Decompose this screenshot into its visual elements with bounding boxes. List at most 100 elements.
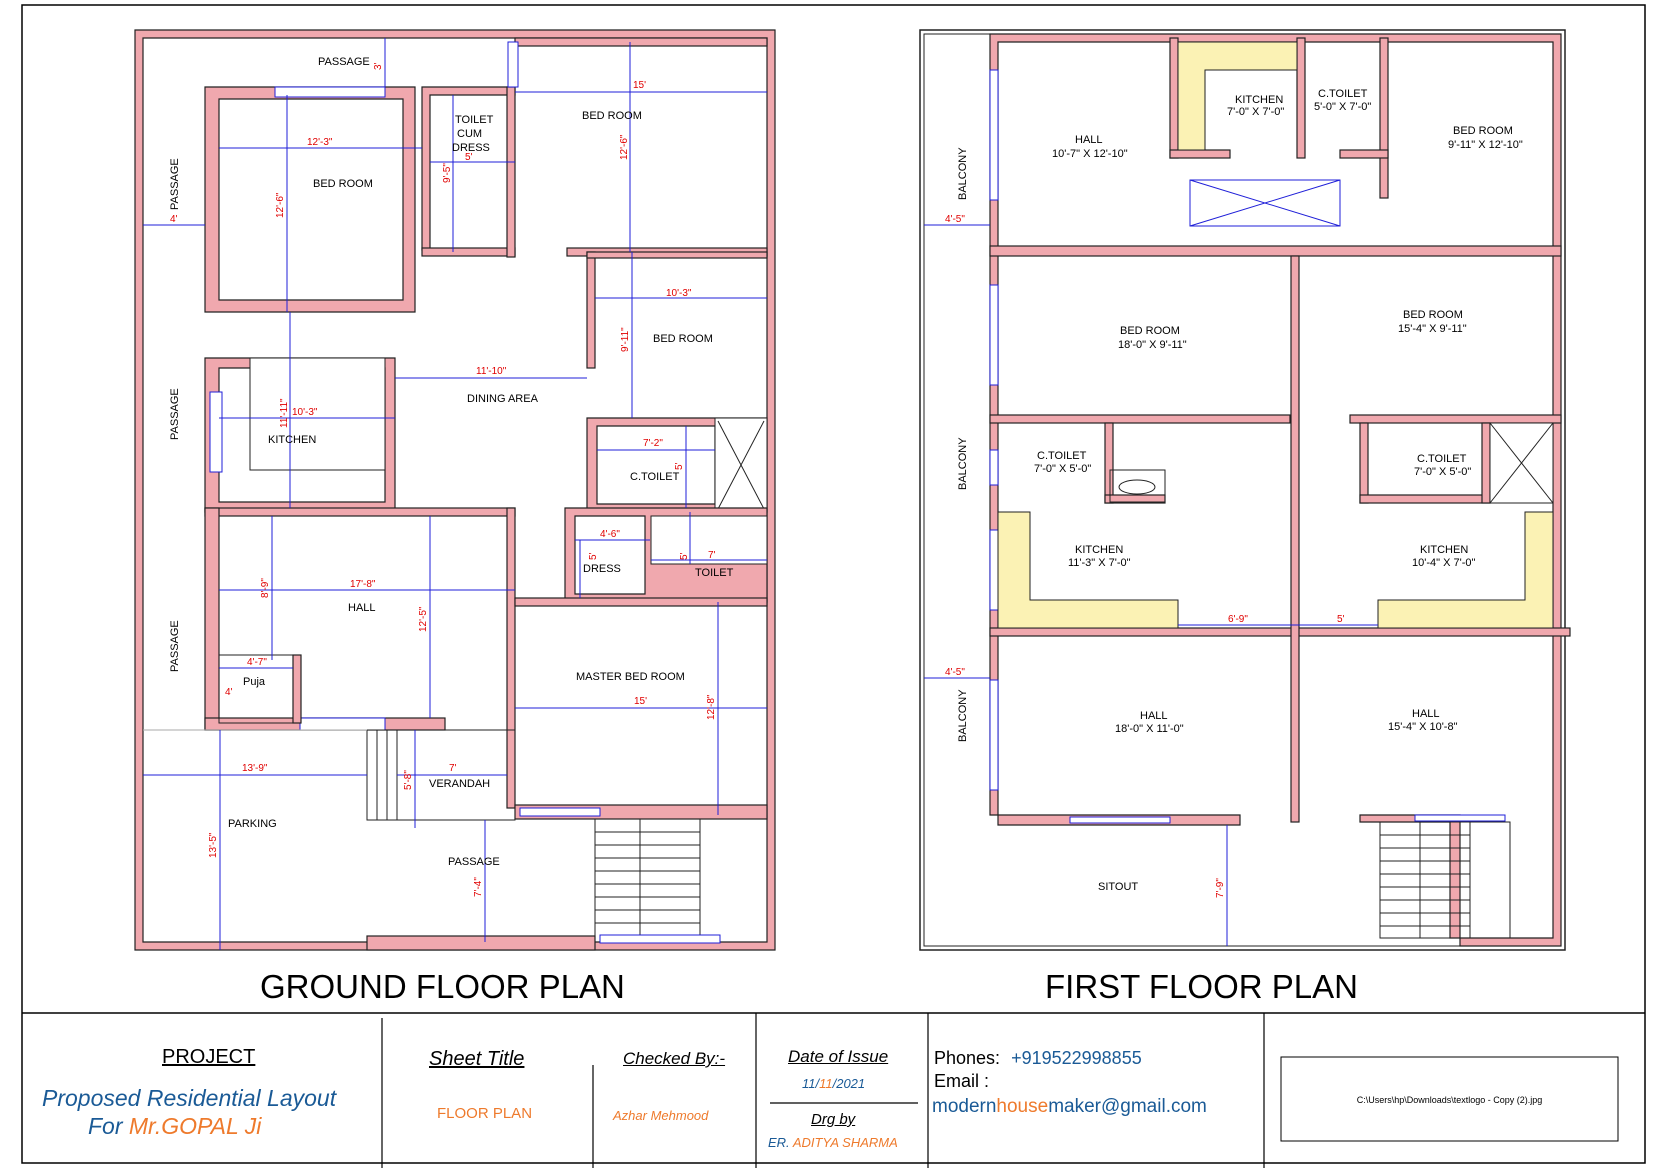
wall-segment <box>586 251 596 369</box>
dimension-text: 12'-6" <box>275 192 286 218</box>
staircase <box>1379 821 1511 939</box>
wall-segment <box>421 247 516 257</box>
dimension-text: 5' <box>679 552 690 560</box>
wall-segment <box>514 597 768 607</box>
room-label: 15'-4" X 9'-11" <box>1398 323 1467 335</box>
date-month: 11 <box>819 1076 833 1091</box>
phone-value[interactable]: +919522998855 <box>1011 1048 1142 1068</box>
titleblock-project: PROJECT Proposed Residential Layout For … <box>22 1015 382 1165</box>
room-label: DINING AREA <box>467 393 539 405</box>
wall-segment <box>1349 414 1562 424</box>
room-label: PASSAGE <box>169 388 181 440</box>
dimension-text: 4'-6" <box>600 529 620 540</box>
drg-line: ER. ADITYA SHARMA <box>768 1135 898 1150</box>
wall-segment <box>1104 422 1114 504</box>
dimension-text: 13'-5" <box>208 832 219 858</box>
dimension-text: 7'-9" <box>1215 878 1226 898</box>
phones-label: Phones: <box>934 1048 1001 1068</box>
room-label: BED ROOM <box>1120 325 1180 337</box>
dimension-text: 12'-8" <box>706 694 717 720</box>
drg-value: ADITYA SHARMA <box>792 1135 898 1150</box>
window <box>299 717 386 731</box>
room-label: 7'-0" X 5'-0" <box>1414 466 1471 478</box>
wall-segment <box>1169 149 1231 159</box>
opening-cutout <box>1189 179 1341 227</box>
room-label: BED ROOM <box>653 333 713 345</box>
kitchen-counter <box>1377 511 1554 629</box>
wall-segment <box>1339 149 1389 159</box>
dimension-text: 11'-10" <box>476 366 507 377</box>
wall-segment <box>366 935 596 951</box>
room-label: VERANDAH <box>429 778 490 790</box>
project-for: For <box>88 1113 123 1139</box>
wall-segment <box>292 654 302 724</box>
window <box>989 449 999 486</box>
cutout-cross <box>1189 179 1341 227</box>
room-label: 15'-4" X 10'-8" <box>1388 721 1458 733</box>
shaft-cross <box>1489 422 1554 504</box>
room-label: 18'-0" X 11'-0" <box>1115 723 1184 735</box>
dimension-text: 13'-9" <box>242 763 268 774</box>
wall-segment <box>514 37 768 47</box>
window <box>274 86 386 98</box>
room-label: BALCONY <box>957 437 969 490</box>
wall-segment <box>506 507 516 809</box>
wash-basin-icon <box>1118 479 1156 495</box>
dimension-text: 17'-8" <box>350 579 376 590</box>
first-dimension-lines <box>924 224 1378 946</box>
window <box>989 69 999 201</box>
room-label: 10'-7" X 12'-10" <box>1052 148 1128 160</box>
dimension-text: 3' <box>373 62 384 70</box>
ground-dimension-lines <box>143 38 767 950</box>
sheet-title-value: FLOOR PLAN <box>437 1105 533 1122</box>
project-heading: PROJECT <box>162 1046 256 1068</box>
ground-toilet-dress-wall <box>421 86 516 251</box>
email-part: house <box>996 1096 1049 1117</box>
room-label: DRESS <box>583 563 621 575</box>
email-part: @gmail.com <box>1101 1096 1207 1117</box>
first-floor-title: FIRST FLOOR PLAN <box>1045 968 1358 1005</box>
dimension-text: 9'-5" <box>442 163 453 183</box>
room-label: MASTER BED ROOM <box>576 671 685 683</box>
room-label: 7'-0" X 7'-0" <box>1227 106 1284 118</box>
window <box>1414 814 1506 822</box>
first-floor-plan: HALL 10'-7" X 12'-10" KITCHEN 7'-0" X 7'… <box>919 29 1571 1005</box>
wall-segment <box>1481 422 1491 504</box>
checked-heading: Checked By:- <box>623 1049 726 1068</box>
wall-segment <box>1359 422 1369 504</box>
dimension-text: 12'-5" <box>418 606 429 632</box>
room-label: PASSAGE <box>169 158 181 210</box>
wall-segment <box>1290 255 1300 823</box>
wall-segment <box>506 86 516 258</box>
room-label: DRESS <box>452 142 490 154</box>
room-label: C.TOILET <box>1037 450 1087 462</box>
dimension-text: 4'-5" <box>945 214 965 225</box>
email-value[interactable]: modernhousemaker@gmail.com <box>932 1096 1207 1118</box>
project-client-line: For Mr.GOPAL Ji <box>88 1113 261 1140</box>
date-heading: Date of Issue <box>788 1047 889 1066</box>
date-value: 11/11/2021 <box>802 1076 865 1091</box>
room-label: 10'-4" X 7'-0" <box>1412 557 1475 569</box>
room-label: PASSAGE <box>448 856 500 868</box>
room-label: C.TOILET <box>1417 453 1467 465</box>
titleblock-dividers <box>381 1013 1265 1168</box>
dimension-text: 12'-6" <box>619 134 630 160</box>
window <box>507 41 519 88</box>
titleblock-date: Date of Issue 11/11/2021 Drg by ER. ADIT… <box>756 1015 928 1165</box>
dimension-text: 5' <box>1337 614 1345 625</box>
email-label: Email : <box>934 1071 990 1091</box>
room-label: BALCONY <box>957 147 969 200</box>
window <box>989 529 999 611</box>
titleblock-logo: C:\Users\hp\Downloads\textlogo - Copy (2… <box>1281 1015 1618 1165</box>
window <box>209 391 223 473</box>
dimension-text: 4' <box>170 214 178 225</box>
room-label: PASSAGE <box>169 620 181 672</box>
ground-bedroom1-walls <box>204 86 416 313</box>
room-label: BED ROOM <box>582 110 642 122</box>
room-label: Puja <box>243 676 266 688</box>
dimension-text: 4'-7" <box>247 657 267 668</box>
stair-treads <box>1380 822 1471 938</box>
wash-basin-area <box>1109 469 1166 503</box>
wall-segment <box>586 251 768 259</box>
room-label: BED ROOM <box>1403 309 1463 321</box>
